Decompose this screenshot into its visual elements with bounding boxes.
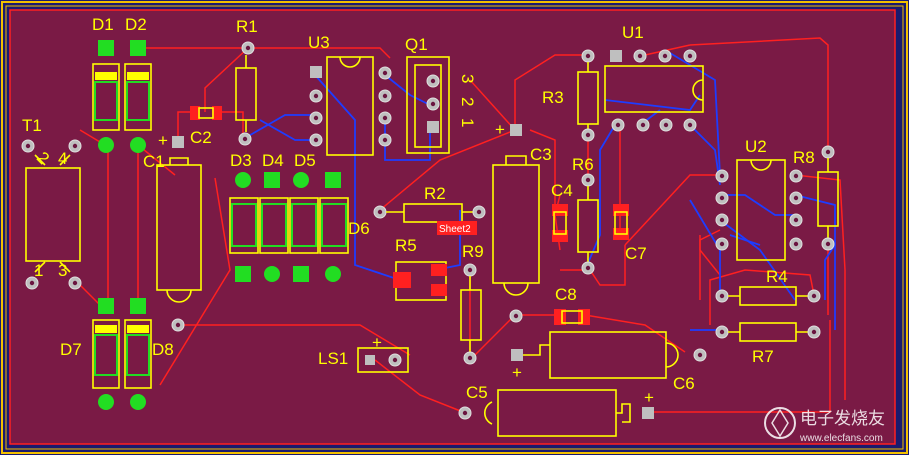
diode-d1[interactable]: D1 <box>92 15 120 153</box>
label-r7: R7 <box>752 347 774 366</box>
t1-pin1-label: 1 <box>34 261 43 280</box>
resistor-r8[interactable]: R8 <box>793 145 839 251</box>
inner-keepout-border <box>5 5 904 450</box>
q1-pin2-label: 2 <box>458 97 477 106</box>
label-d7: D7 <box>60 340 82 359</box>
label-d8: D8 <box>152 340 174 359</box>
diode-d4[interactable]: D4 <box>259 151 289 282</box>
label-c3: C3 <box>530 145 552 164</box>
c6-plus-mark: + <box>512 363 522 382</box>
label-r5: R5 <box>395 236 417 255</box>
label-r2: R2 <box>424 184 446 203</box>
label-r4: R4 <box>766 267 788 286</box>
resistor-r2[interactable]: R2 Sheet2 <box>373 184 486 235</box>
transformer-t1[interactable]: T1 2 4 1 3 <box>21 116 82 290</box>
label-r1: R1 <box>236 17 258 36</box>
speaker-ls1[interactable]: + LS1 <box>318 333 409 373</box>
label-u3: U3 <box>308 33 330 52</box>
top-layer-traces <box>79 37 846 413</box>
label-d1: D1 <box>92 15 114 34</box>
t1-pin4-label: 4 <box>58 149 67 168</box>
label-c8: C8 <box>555 285 577 304</box>
watermark-text: 电子发烧友 <box>800 409 885 428</box>
capacitor-c7[interactable]: C7 <box>613 204 647 263</box>
label-u1: U1 <box>622 23 644 42</box>
label-c2: C2 <box>190 128 212 147</box>
label-c7: C7 <box>625 244 647 263</box>
diode-d6[interactable]: D6 <box>319 172 370 282</box>
transistor-q1[interactable]: Q1 3 2 1 <box>405 35 477 154</box>
label-r8: R8 <box>793 148 815 167</box>
capacitor-c2[interactable]: C2 <box>190 106 222 147</box>
capacitor-c6[interactable]: + C6 <box>511 331 707 393</box>
resistor-r3[interactable]: R3 <box>542 49 599 142</box>
capacitor-c3[interactable]: + C3 <box>492 120 552 323</box>
label-c5: C5 <box>466 383 488 402</box>
label-d3: D3 <box>230 151 252 170</box>
label-d6: D6 <box>348 219 370 238</box>
label-r3: R3 <box>542 88 564 107</box>
t1-pin3-label: 3 <box>58 261 67 280</box>
diode-d5[interactable]: D5 <box>289 151 319 282</box>
resistor-r6[interactable]: R6 <box>572 155 599 275</box>
label-r6: R6 <box>572 155 594 174</box>
capacitor-c8[interactable]: C8 <box>554 285 590 325</box>
resistor-r9[interactable]: R9 <box>460 242 484 365</box>
label-c1: C1 <box>143 152 165 171</box>
capacitor-c1[interactable]: + C1 <box>143 131 202 332</box>
label-c6: C6 <box>673 374 695 393</box>
watermark-logo: 电子发烧友 www.elecfans.com <box>764 407 885 444</box>
ic-u2[interactable]: U2 <box>715 137 803 261</box>
label-t1: T1 <box>22 116 42 135</box>
ls1-plus-mark: + <box>372 333 382 352</box>
label-r9: R9 <box>462 242 484 261</box>
c5-plus-mark: + <box>644 388 654 407</box>
label-c4: C4 <box>551 181 573 200</box>
c3-plus-mark: + <box>495 120 505 139</box>
resistor-r5[interactable]: R5 <box>393 236 447 301</box>
capacitor-c4[interactable]: C4 <box>551 181 573 242</box>
label-u2: U2 <box>745 137 767 156</box>
resistor-r7[interactable]: R7 <box>715 322 821 366</box>
label-d4: D4 <box>262 151 284 170</box>
diode-d8[interactable]: D8 <box>124 298 174 410</box>
label-q1: Q1 <box>405 35 428 54</box>
diode-d3[interactable]: D3 <box>229 151 259 282</box>
label-d5: D5 <box>294 151 316 170</box>
label-d2: D2 <box>125 15 147 34</box>
watermark-url: www.elecfans.com <box>799 433 883 444</box>
ic-u3[interactable]: U3 <box>308 33 392 156</box>
ic-u1[interactable]: U1 <box>604 23 704 132</box>
resistor-r4[interactable]: R4 <box>715 267 821 306</box>
q1-pin3-label: 3 <box>458 74 477 83</box>
sheet-tag: Sheet2 <box>439 224 471 235</box>
label-ls1: LS1 <box>318 349 348 368</box>
capacitor-c5[interactable]: + C5 <box>458 383 654 437</box>
diode-d2[interactable]: D2 <box>124 15 152 153</box>
resistor-r1[interactable]: R1 <box>235 17 258 146</box>
q1-pin1-label: 1 <box>458 118 477 127</box>
c1-plus-mark: + <box>158 131 168 150</box>
diode-d7[interactable]: D7 <box>60 298 120 410</box>
